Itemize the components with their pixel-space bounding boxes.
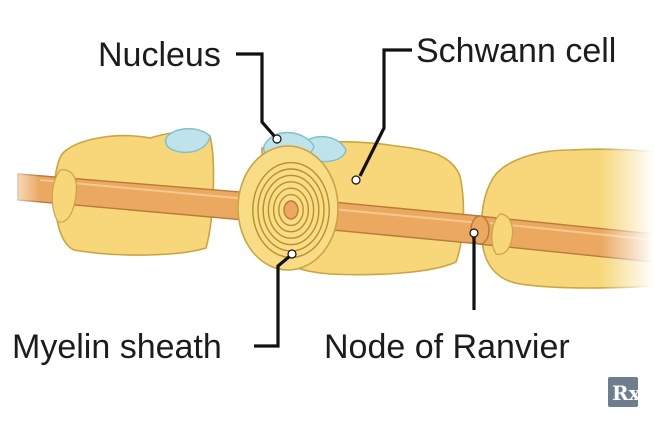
axon-cross-section — [283, 200, 299, 220]
leader-schwann-cell — [358, 48, 412, 177]
myelin-ring — [262, 174, 320, 246]
fade-right — [600, 130, 654, 300]
myelin-ring — [267, 181, 315, 239]
leader-myelin-sheath — [254, 254, 292, 348]
rx-badge-bg — [608, 377, 638, 407]
leader-dot-nucleus — [272, 134, 282, 144]
myelin-ring — [278, 193, 304, 227]
fade-left — [0, 160, 40, 220]
label-myelin-sheath: Myelin sheath — [12, 328, 222, 366]
schwann-cell-right-end — [491, 213, 514, 255]
nucleus-left — [164, 128, 211, 154]
leader-dot-schwann-cell — [351, 175, 361, 185]
leader-dot-node-of-ranvier — [469, 228, 479, 238]
myelin-ring — [272, 187, 310, 233]
label-node-of-ranvier: Node of Ranvier — [324, 328, 570, 366]
leader-dot-myelin-sheath — [287, 249, 297, 259]
label-nucleus: Nucleus — [98, 36, 221, 74]
label-schwann-cell: Schwann cell — [416, 32, 616, 70]
leader-nucleus — [236, 52, 278, 140]
rx-badge: Rx — [608, 377, 642, 407]
schwann-cell-left-end — [51, 169, 77, 223]
rx-badge-text: Rx — [612, 381, 642, 405]
